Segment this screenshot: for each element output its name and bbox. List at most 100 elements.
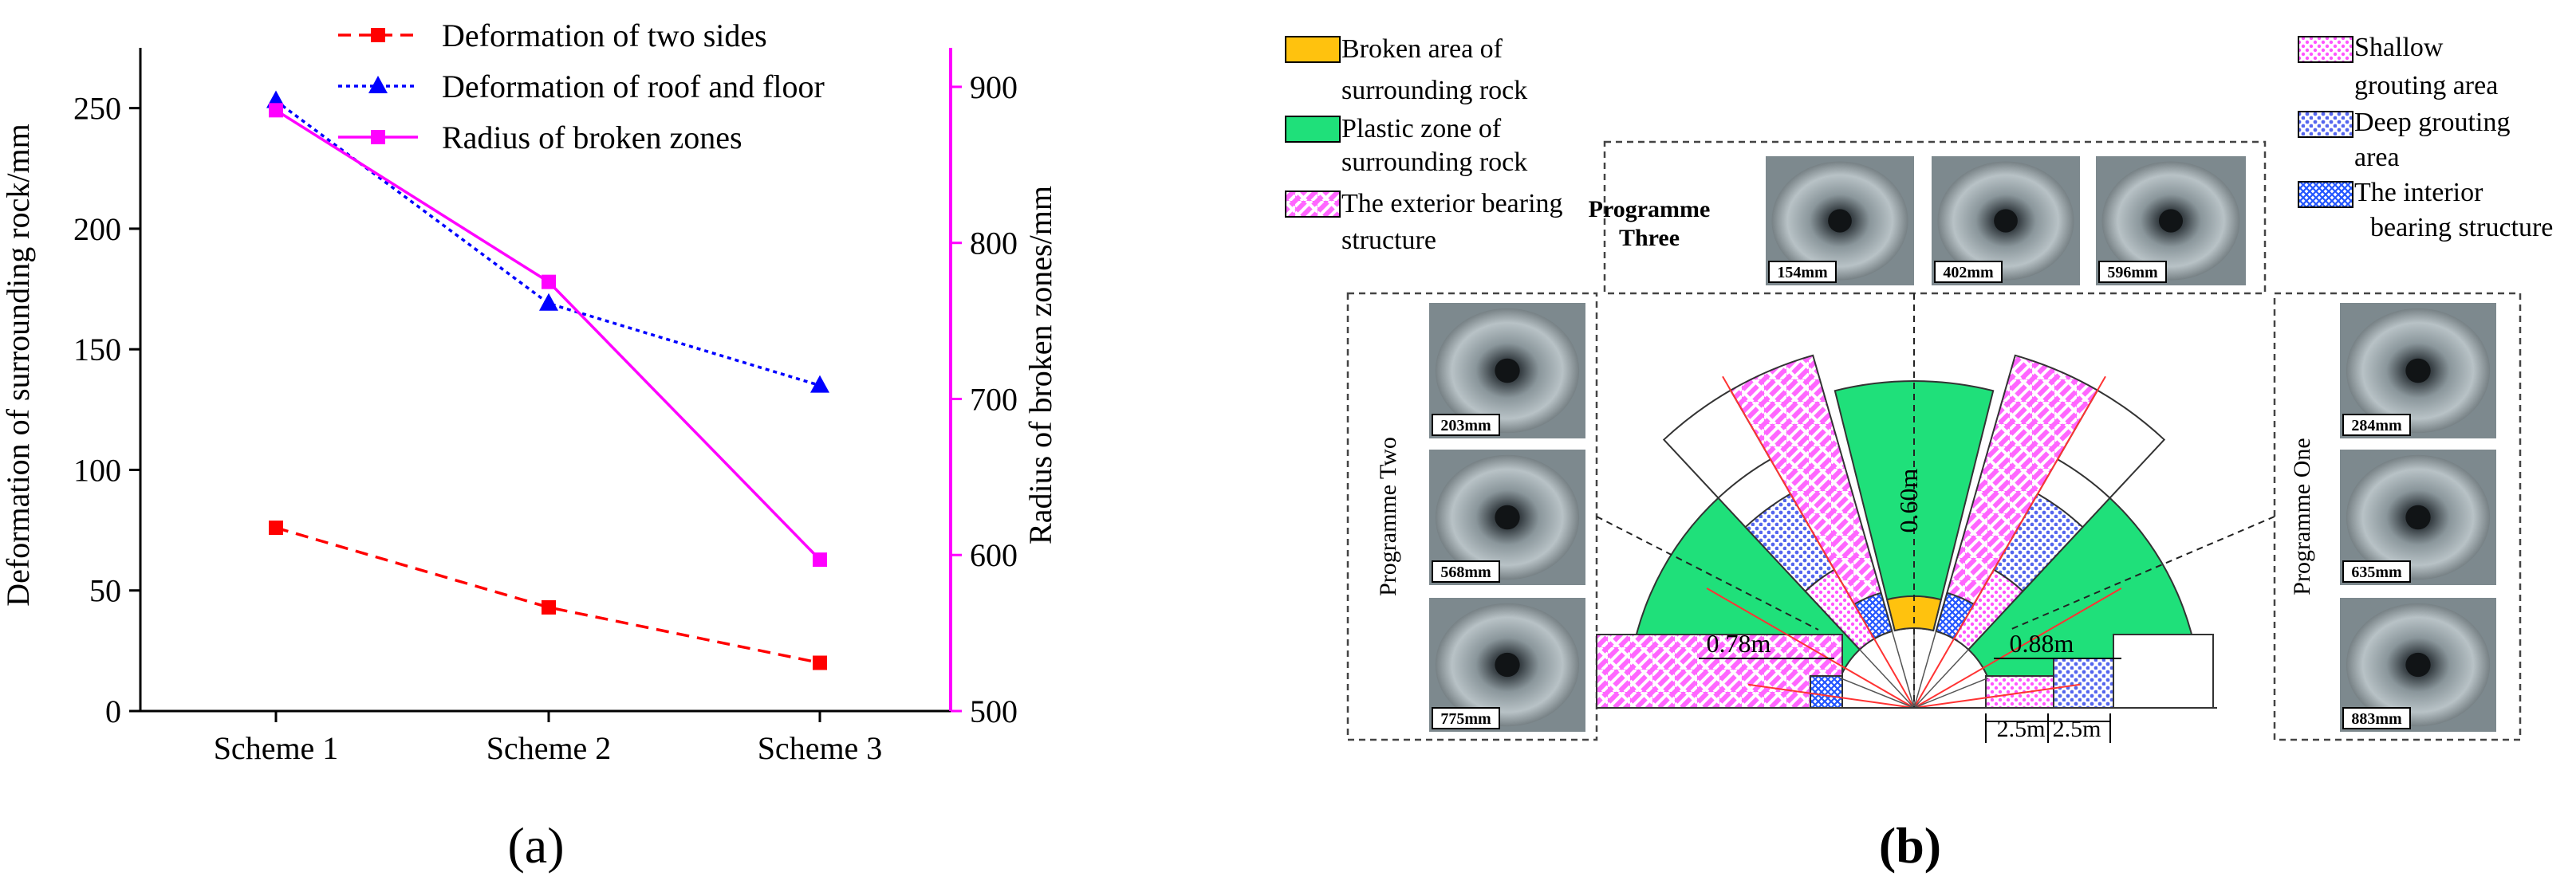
dimension-top: 0.60m: [1894, 468, 1923, 532]
legend-label-interior-2: bearing structure: [2370, 213, 2553, 242]
svg-text:402mm: 402mm: [1943, 264, 1994, 281]
legend-label: Deformation of two sides: [442, 18, 767, 53]
programme-three-label-1: Programme: [1589, 196, 1711, 222]
x-tick-label: Scheme 3: [758, 730, 883, 766]
data-point: [368, 76, 388, 93]
radial-line: [1913, 683, 2081, 709]
chart-series: [266, 90, 829, 670]
data-point: [813, 655, 827, 670]
photo-programme-three-1: 154mm: [1766, 156, 1914, 285]
radial-line: [1722, 375, 1915, 709]
programme-three-frame: [1603, 140, 2267, 295]
legend-label-plastic-1: Plastic zone of: [1341, 114, 1502, 143]
y2-tick-label: 600: [970, 537, 1018, 573]
radial-line: [1859, 649, 1915, 709]
y2-tick-label: 700: [970, 381, 1018, 417]
dimension-bottom-a: 2.5m: [1997, 716, 2046, 742]
photo-programme-one-2: 635mm: [2340, 450, 2496, 585]
legend-swatch-exterior: [1285, 191, 1341, 218]
photo-programme-two-1: 203mm: [1429, 303, 1585, 438]
programme-one-label: Programme One: [2289, 438, 2315, 595]
svg-text:154mm: 154mm: [1777, 264, 1828, 281]
fan-diagram: [1596, 293, 2275, 743]
legend-swatch-plastic: [1285, 116, 1341, 143]
y-tick-label: 50: [89, 573, 121, 609]
data-point: [810, 375, 829, 393]
dimension-right: 0.88m: [2010, 629, 2074, 658]
series-line: [275, 108, 821, 561]
shallow-grouting-bottom-right: [1985, 675, 2054, 709]
data-point: [542, 274, 556, 289]
legend-swatch-broken: [1285, 36, 1341, 63]
dimension-left: 0.78m: [1707, 629, 1771, 658]
diagram-legend-left: Broken area of surrounding rock Plastic …: [1285, 34, 1563, 255]
y2-axis-label: Radius of broken zones/mm: [1022, 186, 1058, 544]
legend-label-exterior-1: The exterior bearing: [1341, 189, 1563, 218]
y2-tick-label: 800: [970, 226, 1018, 261]
series-line: [275, 526, 821, 665]
svg-text:635mm: 635mm: [2351, 564, 2402, 581]
y-tick-label: 250: [73, 91, 121, 127]
data-point: [269, 521, 283, 536]
outer-wedge-left: [1662, 389, 1772, 500]
programme-two-label: Programme Two: [1375, 437, 1401, 596]
legend-label-deep-2: area: [2354, 143, 2400, 172]
data-point: [813, 552, 827, 568]
x-tick-label: Scheme 1: [214, 730, 339, 766]
svg-text:284mm: 284mm: [2351, 417, 2402, 434]
legend-label: Radius of broken zones: [442, 120, 742, 155]
radial-line: [1840, 677, 1915, 709]
svg-text:203mm: 203mm: [1440, 417, 1491, 434]
photo-programme-one-1: 284mm: [2340, 303, 2496, 438]
panel-a-caption: (a): [507, 817, 564, 874]
connector-left: [1596, 516, 1819, 631]
data-point: [371, 28, 385, 42]
svg-text:568mm: 568mm: [1440, 564, 1491, 581]
svg-text:596mm: 596mm: [2107, 264, 2158, 281]
legend-label-plastic-2: surrounding rock: [1341, 147, 1527, 177]
data-point: [542, 599, 556, 615]
y-tick-label: 150: [73, 332, 121, 367]
svg-text:883mm: 883mm: [2351, 710, 2402, 728]
legend-swatch-shallow: [2298, 36, 2353, 63]
radial-line: [1891, 631, 1915, 709]
y-tick-label: 0: [105, 694, 121, 729]
legend-label-shallow-1: Shallow: [2354, 33, 2444, 62]
photo-programme-three-3: 596mm: [2096, 156, 2246, 285]
photo-programme-two-2: 568mm: [1429, 450, 1585, 585]
legend-swatch-interior: [2298, 181, 2353, 208]
radial-line: [1747, 683, 1915, 709]
legend-label-interior-1: The interior: [2354, 178, 2483, 207]
radial-line: [1706, 587, 1915, 709]
legend-label-shallow-2: grouting area: [2354, 71, 2498, 100]
legend-label-deep-1: Deep grouting: [2354, 108, 2510, 137]
connector-right: [2009, 516, 2275, 631]
radial-line: [1913, 649, 1969, 709]
legend-label: Deformation of roof and floor: [442, 69, 825, 104]
programme-three-label-2: Three: [1619, 225, 1680, 251]
y-axis-label: Deformation of surrounding rock/mm: [0, 124, 36, 606]
panel-b-caption: (b): [1879, 817, 1941, 874]
photo-programme-two-3: 775mm: [1429, 598, 1585, 732]
radial-line: [1913, 587, 2122, 709]
legend-label-exterior-2: structure: [1341, 226, 1436, 255]
deep-grouting-bottom-right: [2053, 658, 2114, 709]
y2-tick-label: 900: [970, 69, 1018, 105]
dimension-bottom-b: 2.5m: [2053, 716, 2101, 742]
data-point: [269, 103, 283, 118]
svg-text:775mm: 775mm: [1440, 710, 1491, 728]
legend-label-broken-2: surrounding rock: [1341, 76, 1527, 105]
photo-programme-three-2: 402mm: [1932, 156, 2080, 285]
radial-line: [1913, 677, 1988, 709]
y-tick-label: 200: [73, 211, 121, 247]
y2-tick-label: 500: [970, 694, 1018, 729]
panel-b-diagram: Broken area of surrounding rock Plastic …: [1285, 33, 2553, 743]
photo-programme-one-3: 883mm: [2340, 598, 2496, 732]
x-tick-label: Scheme 2: [486, 730, 612, 766]
diagram-legend-right: Shallow grouting area Deep grouting area…: [2298, 33, 2553, 242]
y-tick-label: 100: [73, 452, 121, 488]
outer-wedge-bottom-right: [2113, 634, 2214, 709]
legend-label-broken-1: Broken area of: [1341, 34, 1503, 64]
